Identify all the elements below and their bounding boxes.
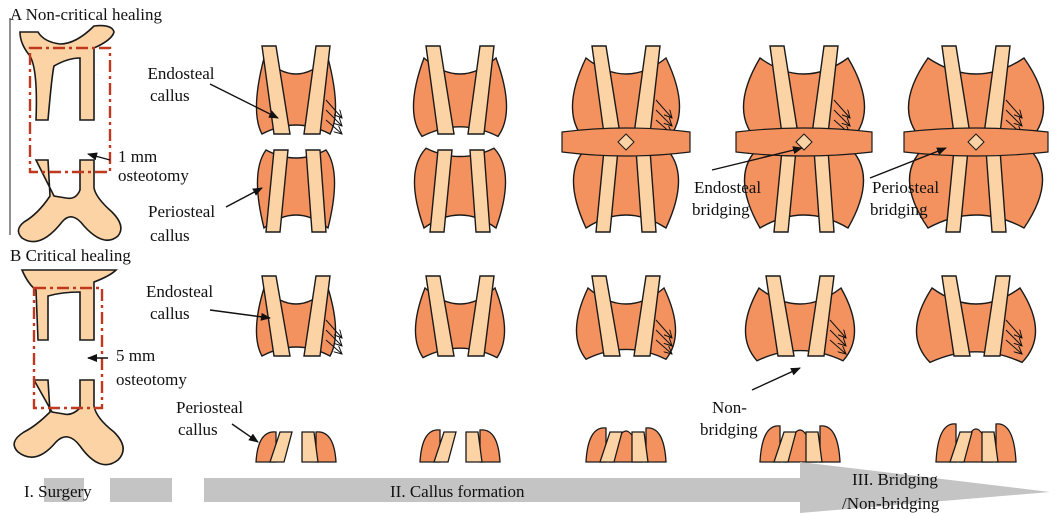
panel-b-periosteal-callus-label-2: callus: [178, 420, 218, 439]
panel-b-title: B Critical healing: [10, 246, 131, 265]
panel-a-periosteal-callus-label-1: Periosteal: [148, 202, 215, 221]
timeline-surgery-label: I. Surgery: [24, 482, 92, 501]
panel-a-endosteal-callus-label-1: Endosteal: [146, 64, 216, 83]
panel-a-osteotomy-label-2: osteotomy: [118, 166, 189, 185]
panel-a-stage-2-upper-callus: [413, 58, 506, 136]
panel-a-periosteal-callus-label-2: callus: [150, 226, 190, 245]
panel-b-osteotomy-label-2: osteotomy: [116, 370, 187, 389]
panel-b-stage-2-periosteal-right: [480, 430, 500, 462]
timeline-bridging-label-2: /Non-bridging: [842, 494, 939, 513]
panel-b-stage-3-upper-callus: [576, 288, 675, 359]
panel-b-stage-1-periosteal-right: [316, 432, 336, 462]
panel-a-endosteal-bridging-label-1: Endosteal: [694, 178, 761, 197]
timeline-bridging-label-1: III. Bridging: [852, 470, 938, 489]
panel-b-osteotomy-label-1: 5 mm: [116, 346, 155, 365]
panel-b-endosteal-callus-label-1: Endosteal: [146, 282, 213, 301]
timeline-callus-formation-label: II. Callus formation: [390, 482, 525, 501]
panel-b-stage-4-upper-callus: [745, 288, 854, 361]
panel-a-bone-sketch: [18, 26, 120, 242]
panel-b-bone-sketch: [14, 270, 123, 465]
panel-b-periosteal-callus-label-1: Periosteal: [176, 398, 243, 417]
panel-b-stage-4-periosteal-right: [820, 426, 840, 462]
healing-stages: [256, 46, 1048, 462]
panel-a-endosteal-callus-label-2: callus: [150, 86, 190, 105]
panel-a-stage-2-lower-callus: [414, 148, 505, 228]
panel-a-periosteal-bridging-label-1: Periosteal: [872, 178, 939, 197]
panel-b-stage-5-periosteal-right: [996, 424, 1016, 462]
panel-b-endosteal-callus-label-2: callus: [150, 304, 190, 323]
panel-a-stage-3-lower-callus: [573, 146, 678, 228]
panel-a-title: A Non-critical healing: [10, 5, 162, 24]
panel-b-non-bridging-label-1: Non-: [712, 398, 747, 417]
panel-a-osteotomy-label-1: 1 mm: [118, 147, 157, 166]
panel-b-stage-3-periosteal-right: [646, 428, 666, 462]
panel-b-non-bridging-label-2: bridging: [700, 420, 758, 439]
panel-b-stage-5-upper-callus: [916, 288, 1035, 362]
panel-a-periosteal-bridging-label-2: bridging: [870, 200, 928, 219]
panel-a-endosteal-bridging-label-2: bridging: [692, 200, 750, 219]
